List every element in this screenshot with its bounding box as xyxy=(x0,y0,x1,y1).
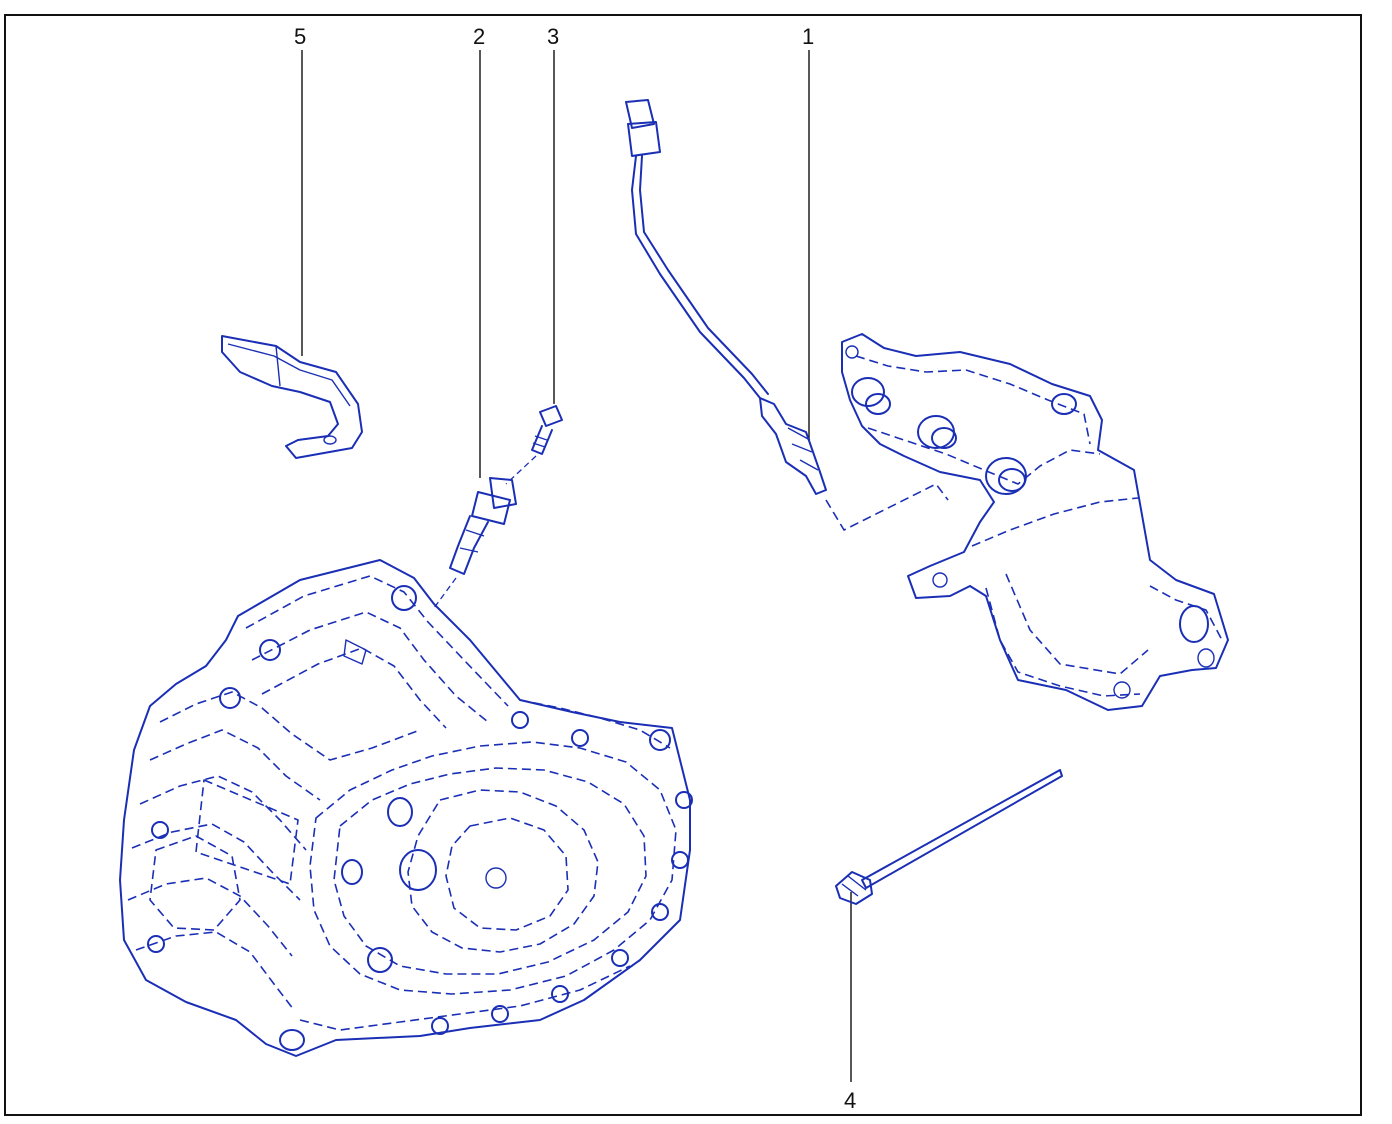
bolt xyxy=(505,405,563,485)
callout-1: 1 xyxy=(802,24,814,440)
dipstick-rod xyxy=(835,769,1063,905)
transaxle-housing xyxy=(119,559,693,1057)
callout-3-label: 3 xyxy=(547,24,559,49)
callout-4-label: 4 xyxy=(844,1088,856,1113)
speed-sensor xyxy=(433,477,517,609)
exhaust-manifold xyxy=(841,333,1229,711)
heat-shield-bracket xyxy=(221,335,363,459)
callout-2: 2 xyxy=(473,24,485,478)
callout-4: 4 xyxy=(844,892,856,1113)
callout-1-label: 1 xyxy=(802,24,814,49)
diagram-frame xyxy=(4,14,1362,1116)
callout-5: 5 xyxy=(294,24,306,356)
callout-3: 3 xyxy=(547,24,559,404)
callout-5-label: 5 xyxy=(294,24,306,49)
oxygen-sensor xyxy=(625,99,949,531)
callout-2-label: 2 xyxy=(473,24,485,49)
